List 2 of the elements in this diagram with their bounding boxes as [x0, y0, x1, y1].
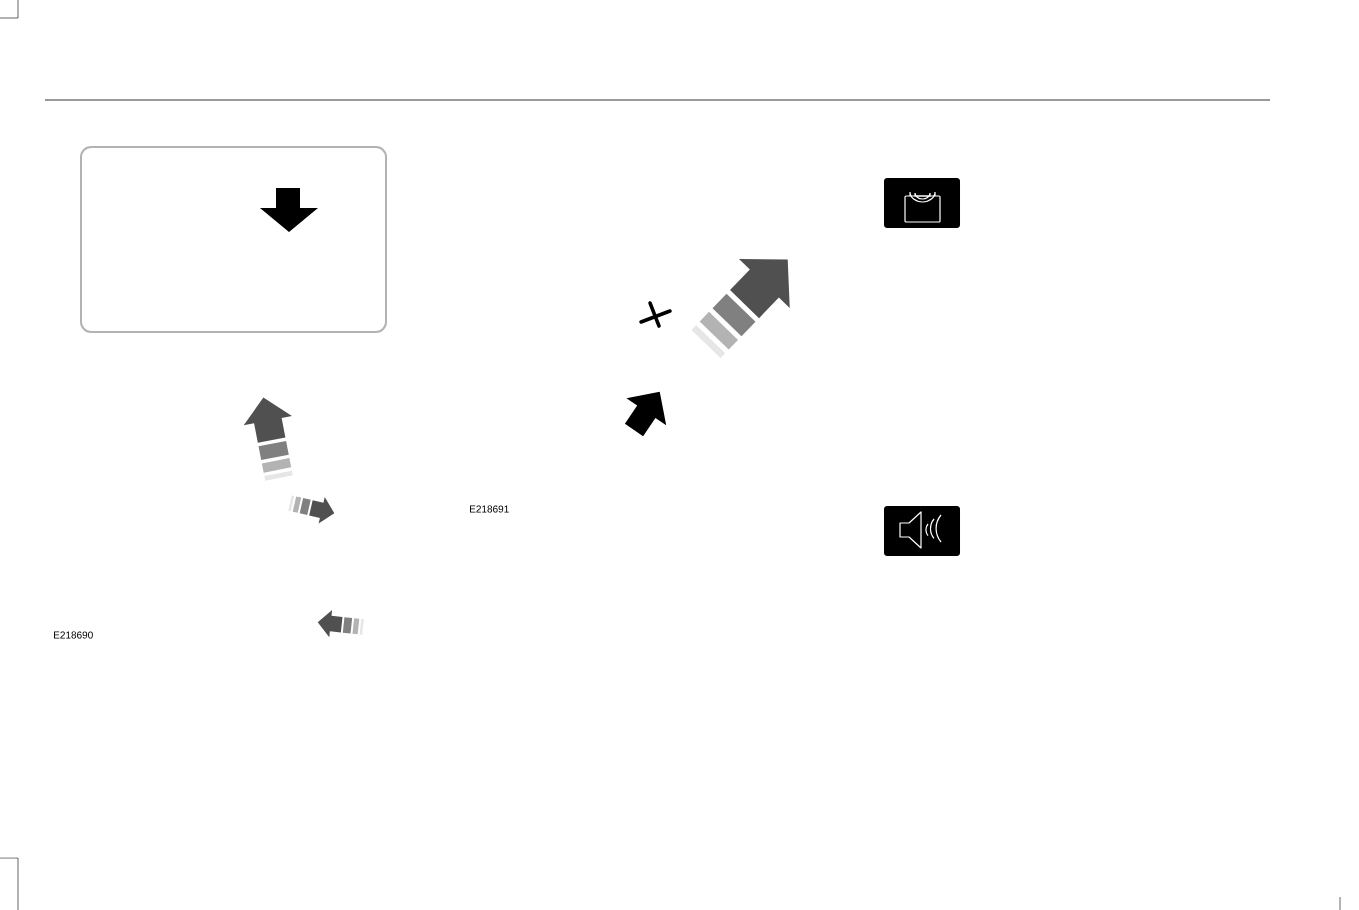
figure-code: E218690: [54, 631, 93, 639]
figure-code: E218691: [470, 505, 509, 513]
